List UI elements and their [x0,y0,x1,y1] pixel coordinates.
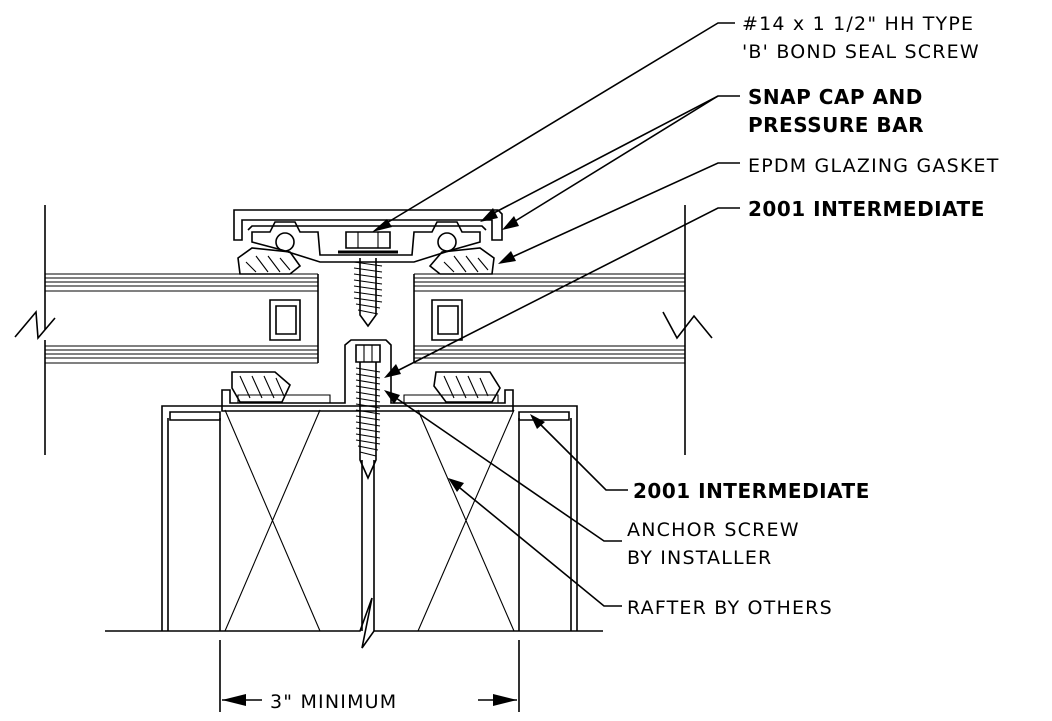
pressure-bar [251,221,481,263]
rafter-left-edge [167,411,221,631]
rafter-label: RAFTER BY OTHERS [627,597,833,619]
lower-gasket-left [231,371,291,403]
leader-anchor [384,390,622,542]
rafter-cross-left [224,409,321,632]
snap-cap-label-line2: PRESSURE BAR [748,113,924,137]
rafter-outline [161,405,578,631]
leader-intermediate-top [384,207,740,378]
intermediate-profile [221,339,514,412]
gasket-label: EPDM GLAZING GASKET [748,155,1000,177]
screw-hex-head [345,231,391,249]
intermediate-right-label: 2001 INTERMEDIATE [633,479,870,503]
leader-intermediate-right [530,414,628,491]
bond-seal-screw [338,231,398,328]
rafter-inner-edges [219,418,520,631]
rafter-right-edge [518,411,572,631]
left-glazing-panel [14,205,319,455]
dimension-label: 3" MINIMUM [270,691,397,713]
lower-gasket-right [433,371,501,403]
upper-gasket-left [237,247,302,275]
left-break-symbol [14,309,56,340]
left-spacer [269,299,301,341]
leader-snap-cap [480,95,740,230]
snap-cap-label-line1: SNAP CAP AND [748,85,923,109]
rafter-cross-right [417,409,515,632]
anchor-label-line2: BY INSTALLER [627,547,772,569]
upper-gasket-right [428,247,495,275]
snap-cap [233,209,503,241]
anchor-screw [355,344,381,480]
rafter-base-line [105,597,603,649]
anchor-label-line1: ANCHOR SCREW [627,519,800,541]
rafter [105,405,603,649]
rafter-centre-lines [361,460,375,631]
pressure-bar-profile [251,221,481,263]
leader-screw [372,22,735,232]
snap-cap-outline [233,209,503,241]
right-glazing-panel [413,205,713,455]
intermediate-top-label: 2001 INTERMEDIATE [748,197,985,221]
right-break-symbol [662,311,713,340]
leader-rafter [448,478,622,607]
screw-label-line1: #14 x 1 1/2" HH TYPE [742,13,974,35]
right-spacer [431,299,463,341]
leader-gasket [498,162,740,264]
dimension-3in [219,640,520,712]
anchor-screw-head [355,344,381,363]
screw-label-line2: 'B' BOND SEAL SCREW [742,41,980,63]
